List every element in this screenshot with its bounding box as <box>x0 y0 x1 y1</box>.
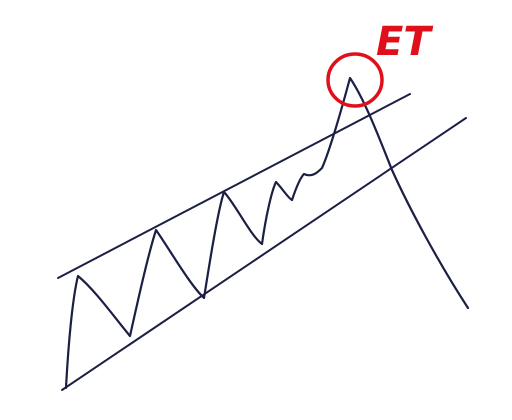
annotation-label: ET <box>376 19 433 65</box>
upper-trendline <box>57 93 411 279</box>
price-path <box>64 76 470 390</box>
lower-trendline <box>61 117 467 391</box>
peak-circle-marker <box>326 52 384 108</box>
